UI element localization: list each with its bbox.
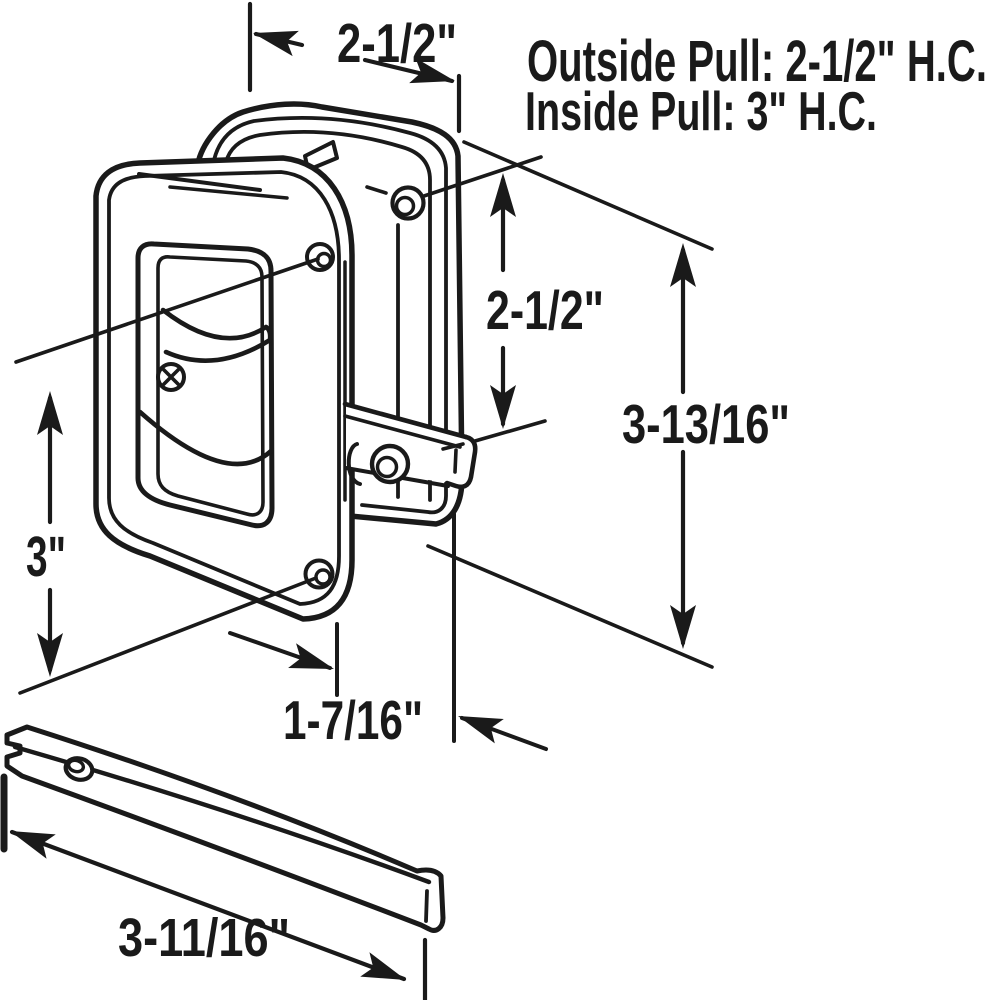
thumb-latch-tab bbox=[137, 307, 274, 467]
outside-pull-inner-rim-1 bbox=[212, 115, 448, 515]
thumb-latch-lower-arc bbox=[163, 337, 273, 363]
dim-latch-bar-length-label: 3-11/16" bbox=[118, 908, 290, 968]
latch-arm-bracket bbox=[346, 442, 362, 486]
outside-pull-hole-top-inner bbox=[394, 195, 416, 217]
latch-arm-top-edge-2 bbox=[343, 414, 462, 449]
latch-bar-hole bbox=[63, 756, 95, 782]
inside-pull-grip-line-1 bbox=[137, 172, 262, 192]
dim-overall-height-label: 3-13/16" bbox=[622, 393, 790, 455]
latch-bar-end-line bbox=[424, 889, 429, 923]
dim-latch-offset-label: 1-7/16" bbox=[283, 689, 423, 751]
outside-pull-top-tab bbox=[303, 140, 339, 172]
latch-arm-hook-notch bbox=[453, 448, 458, 474]
dim-outside-hole-spacing-label: 2-1/2" bbox=[486, 279, 604, 341]
dim-outside-ext-bottom bbox=[441, 419, 547, 451]
inside-pull-plate bbox=[93, 155, 355, 622]
dim-latch-bar-length: 3-11/16" bbox=[0, 773, 428, 1000]
dim-latch-offset: 1-7/16" bbox=[228, 512, 548, 751]
inside-pull-inner-rim bbox=[107, 170, 341, 606]
outside-pull-inner-rim-2 bbox=[224, 129, 432, 502]
dim-arrow bbox=[249, 20, 299, 57]
latch-pivot-hole-inner bbox=[375, 455, 399, 479]
dim-inside-hole-spacing-label: 3" bbox=[26, 525, 66, 589]
dim-outside-ext-dash bbox=[365, 185, 388, 195]
dim-inside-ext-top bbox=[14, 257, 320, 364]
latch-arm-hook bbox=[444, 434, 478, 490]
latch-arm-top-edge bbox=[342, 401, 469, 440]
screw-head bbox=[156, 362, 186, 392]
latch-bar bbox=[4, 724, 446, 933]
thumb-latch-top-arc bbox=[160, 307, 269, 341]
dimension-layer: 2-1/2" 2-1/2" 3-13/16" bbox=[0, 1, 790, 1000]
inside-pull-outline bbox=[93, 155, 355, 622]
dim-inside-hole-spacing: 3" bbox=[14, 257, 320, 695]
dim-bar-line bbox=[9, 829, 407, 982]
header-line-2: Inside Pull: 3" H.C. bbox=[525, 80, 877, 142]
screw-cross-icon bbox=[161, 367, 181, 387]
dim-top-width: 2-1/2" bbox=[247, 1, 462, 134]
dim-arrow bbox=[453, 703, 504, 744]
dim-arrow bbox=[288, 643, 338, 682]
thumb-latch-sweep-arc bbox=[137, 409, 274, 467]
latch-bar-hole-inner bbox=[66, 758, 86, 774]
dim-outside-hole-spacing: 2-1/2" bbox=[365, 155, 604, 451]
header-line-1: Outside Pull: 2-1/2" H.C. bbox=[527, 29, 987, 94]
dim-height-ext-top bbox=[462, 140, 714, 251]
handle-cavity-lip bbox=[156, 255, 265, 517]
latch-arm bbox=[342, 401, 478, 490]
dim-height-ext-bottom bbox=[426, 544, 714, 669]
handle-cavity-outline bbox=[135, 241, 275, 529]
dim-outside-ext-top bbox=[422, 155, 543, 198]
header-annotation: Outside Pull: 2-1/2" H.C. Inside Pull: 3… bbox=[525, 29, 987, 142]
dim-arrow bbox=[360, 952, 411, 993]
inside-pull-grip-line-2 bbox=[168, 185, 289, 200]
dim-inside-ext-bottom bbox=[18, 576, 318, 695]
outside-pull-hole-top bbox=[390, 185, 426, 221]
dim-overall-height: 3-13/16" bbox=[426, 140, 790, 669]
dim-arrow bbox=[5, 818, 56, 859]
dim-top-width-label: 2-1/2" bbox=[337, 12, 457, 74]
